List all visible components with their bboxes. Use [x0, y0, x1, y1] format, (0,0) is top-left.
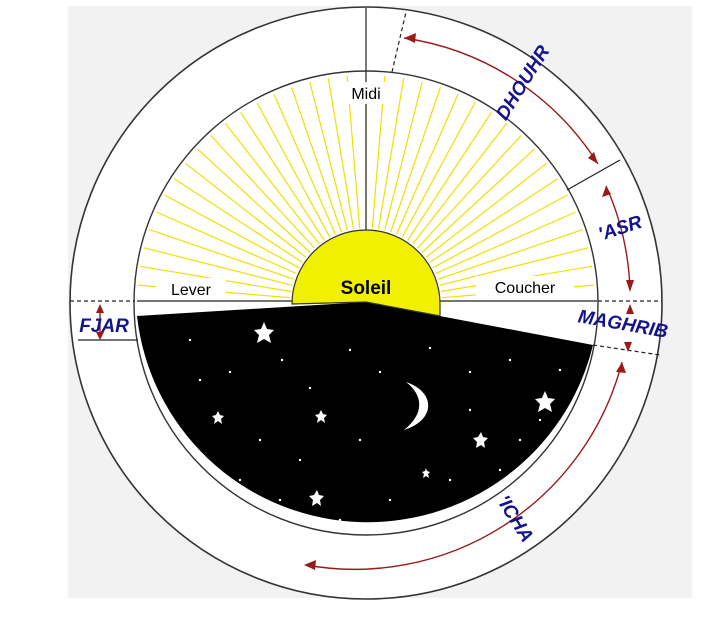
maghrib-isha-divider — [592, 344, 661, 356]
star-dot — [278, 498, 282, 502]
sun-ray — [437, 229, 583, 280]
maghrib-arrow-down — [624, 342, 632, 352]
sun-rays — [137, 75, 595, 299]
star — [422, 468, 430, 478]
fajr-arrow-down — [96, 332, 104, 340]
star-dot — [468, 408, 472, 412]
sun-ray — [435, 211, 576, 275]
star-dot — [258, 438, 262, 442]
isha-arrow-end — [304, 560, 316, 570]
sunrise-label-bg — [156, 278, 226, 300]
star-dot — [448, 478, 452, 482]
sunset-label: Coucher — [495, 280, 556, 297]
sun-ray — [395, 94, 459, 235]
moon — [404, 382, 429, 430]
sun-ray — [421, 148, 535, 253]
sun-ray — [197, 148, 311, 253]
asr-arrow-end — [626, 280, 634, 292]
stars — [212, 322, 555, 506]
star-dot — [348, 348, 352, 352]
sun-ray — [384, 81, 423, 231]
sun-ray — [429, 178, 559, 263]
star-dot — [280, 358, 284, 362]
sun-ray — [210, 135, 315, 249]
sunset-label-bg — [476, 276, 574, 298]
noon-label: Midi — [351, 86, 380, 103]
maghrib-arrow-up — [626, 304, 634, 314]
dhuhr-start-divider — [391, 11, 407, 73]
star-dot — [228, 370, 232, 374]
sun-ray — [377, 78, 405, 230]
star-dot — [338, 518, 342, 522]
star-dot — [378, 370, 382, 374]
sun-ray — [412, 122, 508, 245]
sun-ray — [156, 211, 297, 275]
sun — [291, 229, 441, 317]
sun-ray — [401, 102, 476, 238]
star-dots — [188, 338, 562, 522]
star — [315, 410, 327, 423]
star-dot — [538, 418, 542, 422]
sun-ray — [425, 162, 548, 258]
sun-ray — [149, 229, 295, 280]
sun-ray — [164, 194, 300, 269]
fajr-arrow-up — [96, 304, 104, 313]
star-dot — [518, 438, 522, 442]
isha-arc — [305, 361, 623, 570]
dhuhr-arc — [403, 37, 599, 165]
star-dot — [358, 438, 362, 442]
sun-ray — [407, 111, 492, 241]
star — [535, 391, 555, 412]
star-dot — [558, 368, 562, 372]
sun-ray — [273, 94, 337, 235]
star — [212, 411, 224, 424]
star — [254, 322, 274, 343]
sun-ray — [432, 194, 568, 269]
dhuhr-arrow-start — [404, 33, 416, 43]
sunrise-label: Lever — [171, 282, 212, 299]
star-dot — [498, 468, 502, 472]
dhuhr-arrow-end — [588, 152, 598, 164]
sun-ray — [173, 178, 303, 263]
star-dot — [508, 358, 512, 362]
sun-ray — [390, 87, 441, 233]
sun-ray — [184, 162, 307, 258]
sun-label: Soleil — [341, 278, 392, 299]
sun-ray — [256, 102, 331, 238]
isha-arrow-start — [616, 362, 626, 373]
dhuhr-asr-divider — [566, 159, 621, 191]
star-dot — [198, 378, 202, 382]
sun-ray — [291, 87, 342, 233]
noon-label-bg — [342, 82, 390, 104]
star-dot — [388, 498, 392, 502]
star-dot — [238, 478, 242, 482]
star-dot — [428, 346, 432, 350]
star — [473, 432, 488, 448]
sun-ray — [240, 111, 325, 241]
asr-arrow-start — [602, 186, 611, 197]
star — [309, 490, 324, 506]
star-dot — [298, 458, 302, 462]
star-dot — [308, 386, 312, 390]
fajr-label: FJAR — [79, 316, 129, 337]
sun-ray — [224, 122, 320, 245]
sun-ray — [327, 78, 355, 230]
star-dot — [468, 370, 472, 374]
sun-ray — [309, 81, 348, 231]
night-region — [137, 302, 593, 523]
star-dot — [188, 338, 192, 342]
sun-ray — [417, 135, 522, 249]
sun-ray — [439, 247, 589, 286]
sun-ray — [143, 247, 293, 286]
